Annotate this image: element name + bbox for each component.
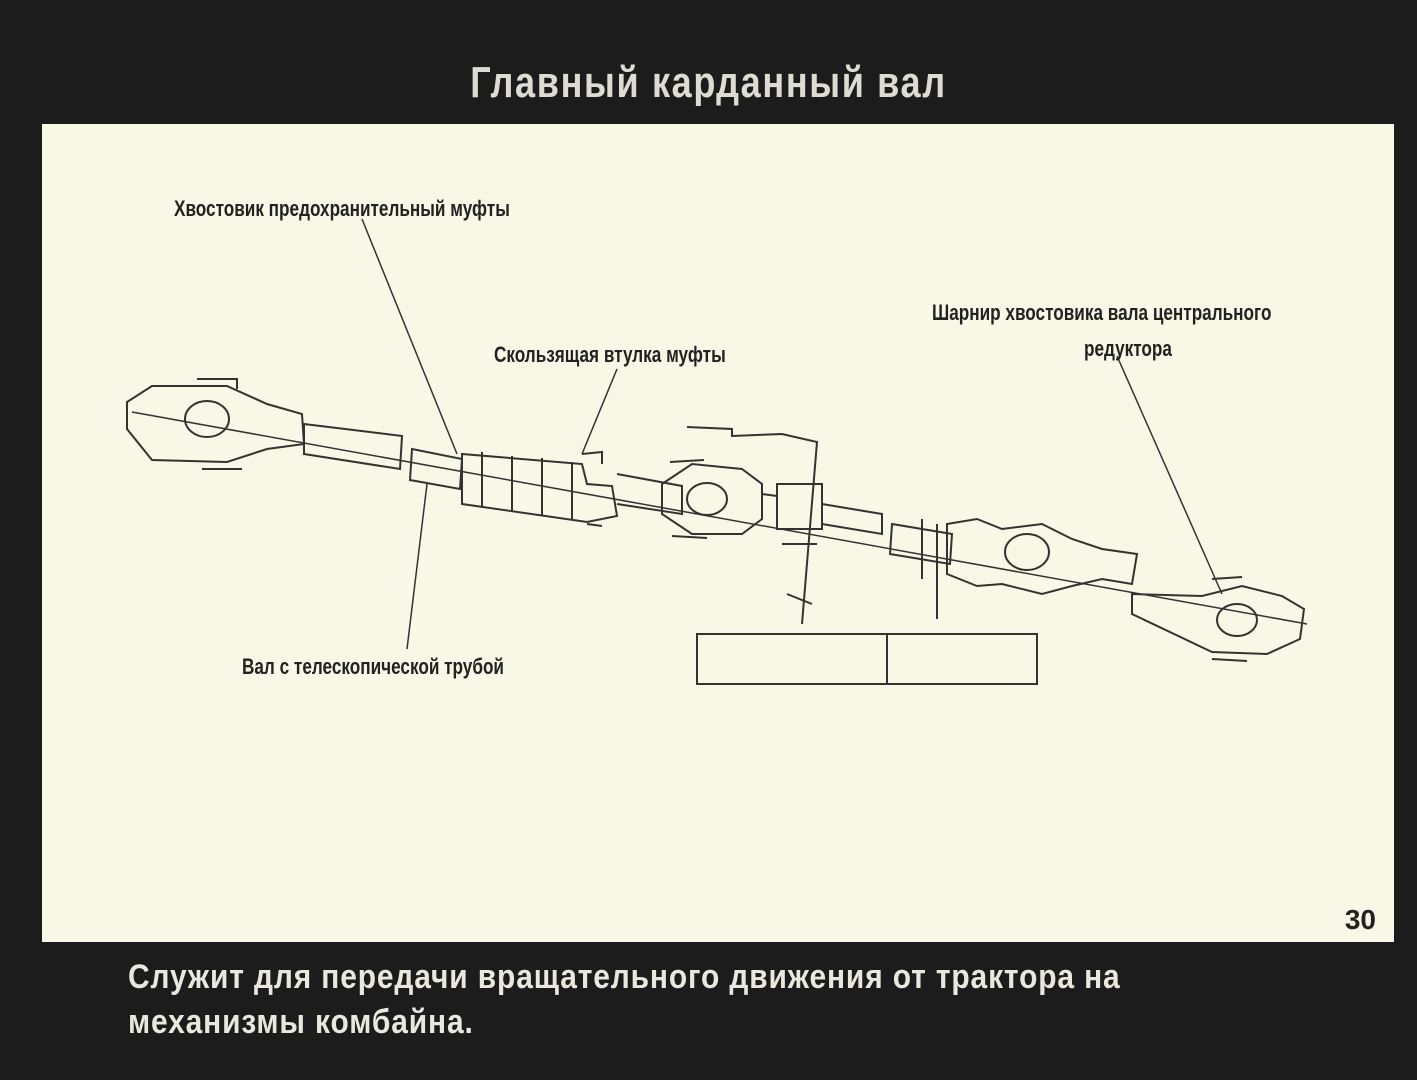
label-telescopic-shaft: Вал с телескопической трубой: [242, 654, 504, 679]
caption-line1: Служит для передачи вращательного движен…: [128, 958, 1121, 996]
diagram-panel: Хвостовик предохранительный муфты Скольз…: [42, 124, 1394, 942]
safety-clutch: [461, 452, 619, 524]
leader-tail-clutch: [361, 218, 458, 455]
label-tail-hinge-line2: редуктора: [1084, 336, 1172, 361]
leader-sliding-sleeve: [581, 368, 618, 455]
leader-tail-hinge: [1116, 355, 1223, 595]
right-universal-joint: [946, 517, 1139, 596]
slide-number: 30: [1344, 904, 1376, 935]
caption: Служит для передачи вращательного движен…: [128, 955, 1219, 1045]
label-sliding-sleeve: Скользящая втулка муфты: [494, 342, 726, 367]
left-universal-joint: [126, 385, 306, 464]
label-tail-safety-clutch: Хвостовик предохранительный муфты: [174, 196, 510, 221]
bearing-bracket: [686, 426, 819, 625]
end-universal-joint: [1131, 584, 1306, 656]
cardan-shaft-drawing: [126, 218, 1308, 685]
sliding-sleeve: [616, 473, 683, 516]
caption-line2: механизмы комбайна.: [128, 1003, 474, 1041]
middle-universal-joint: [661, 462, 763, 535]
telescopic-tube: [303, 422, 404, 471]
leader-telescopic: [406, 483, 428, 650]
frame-beam: [696, 633, 1038, 685]
label-tail-hinge-line1: Шарнир хвостовика вала центрального: [932, 300, 1272, 325]
slide-title: Главный карданный вал: [470, 58, 947, 107]
shaft-centerline: [131, 411, 1308, 625]
